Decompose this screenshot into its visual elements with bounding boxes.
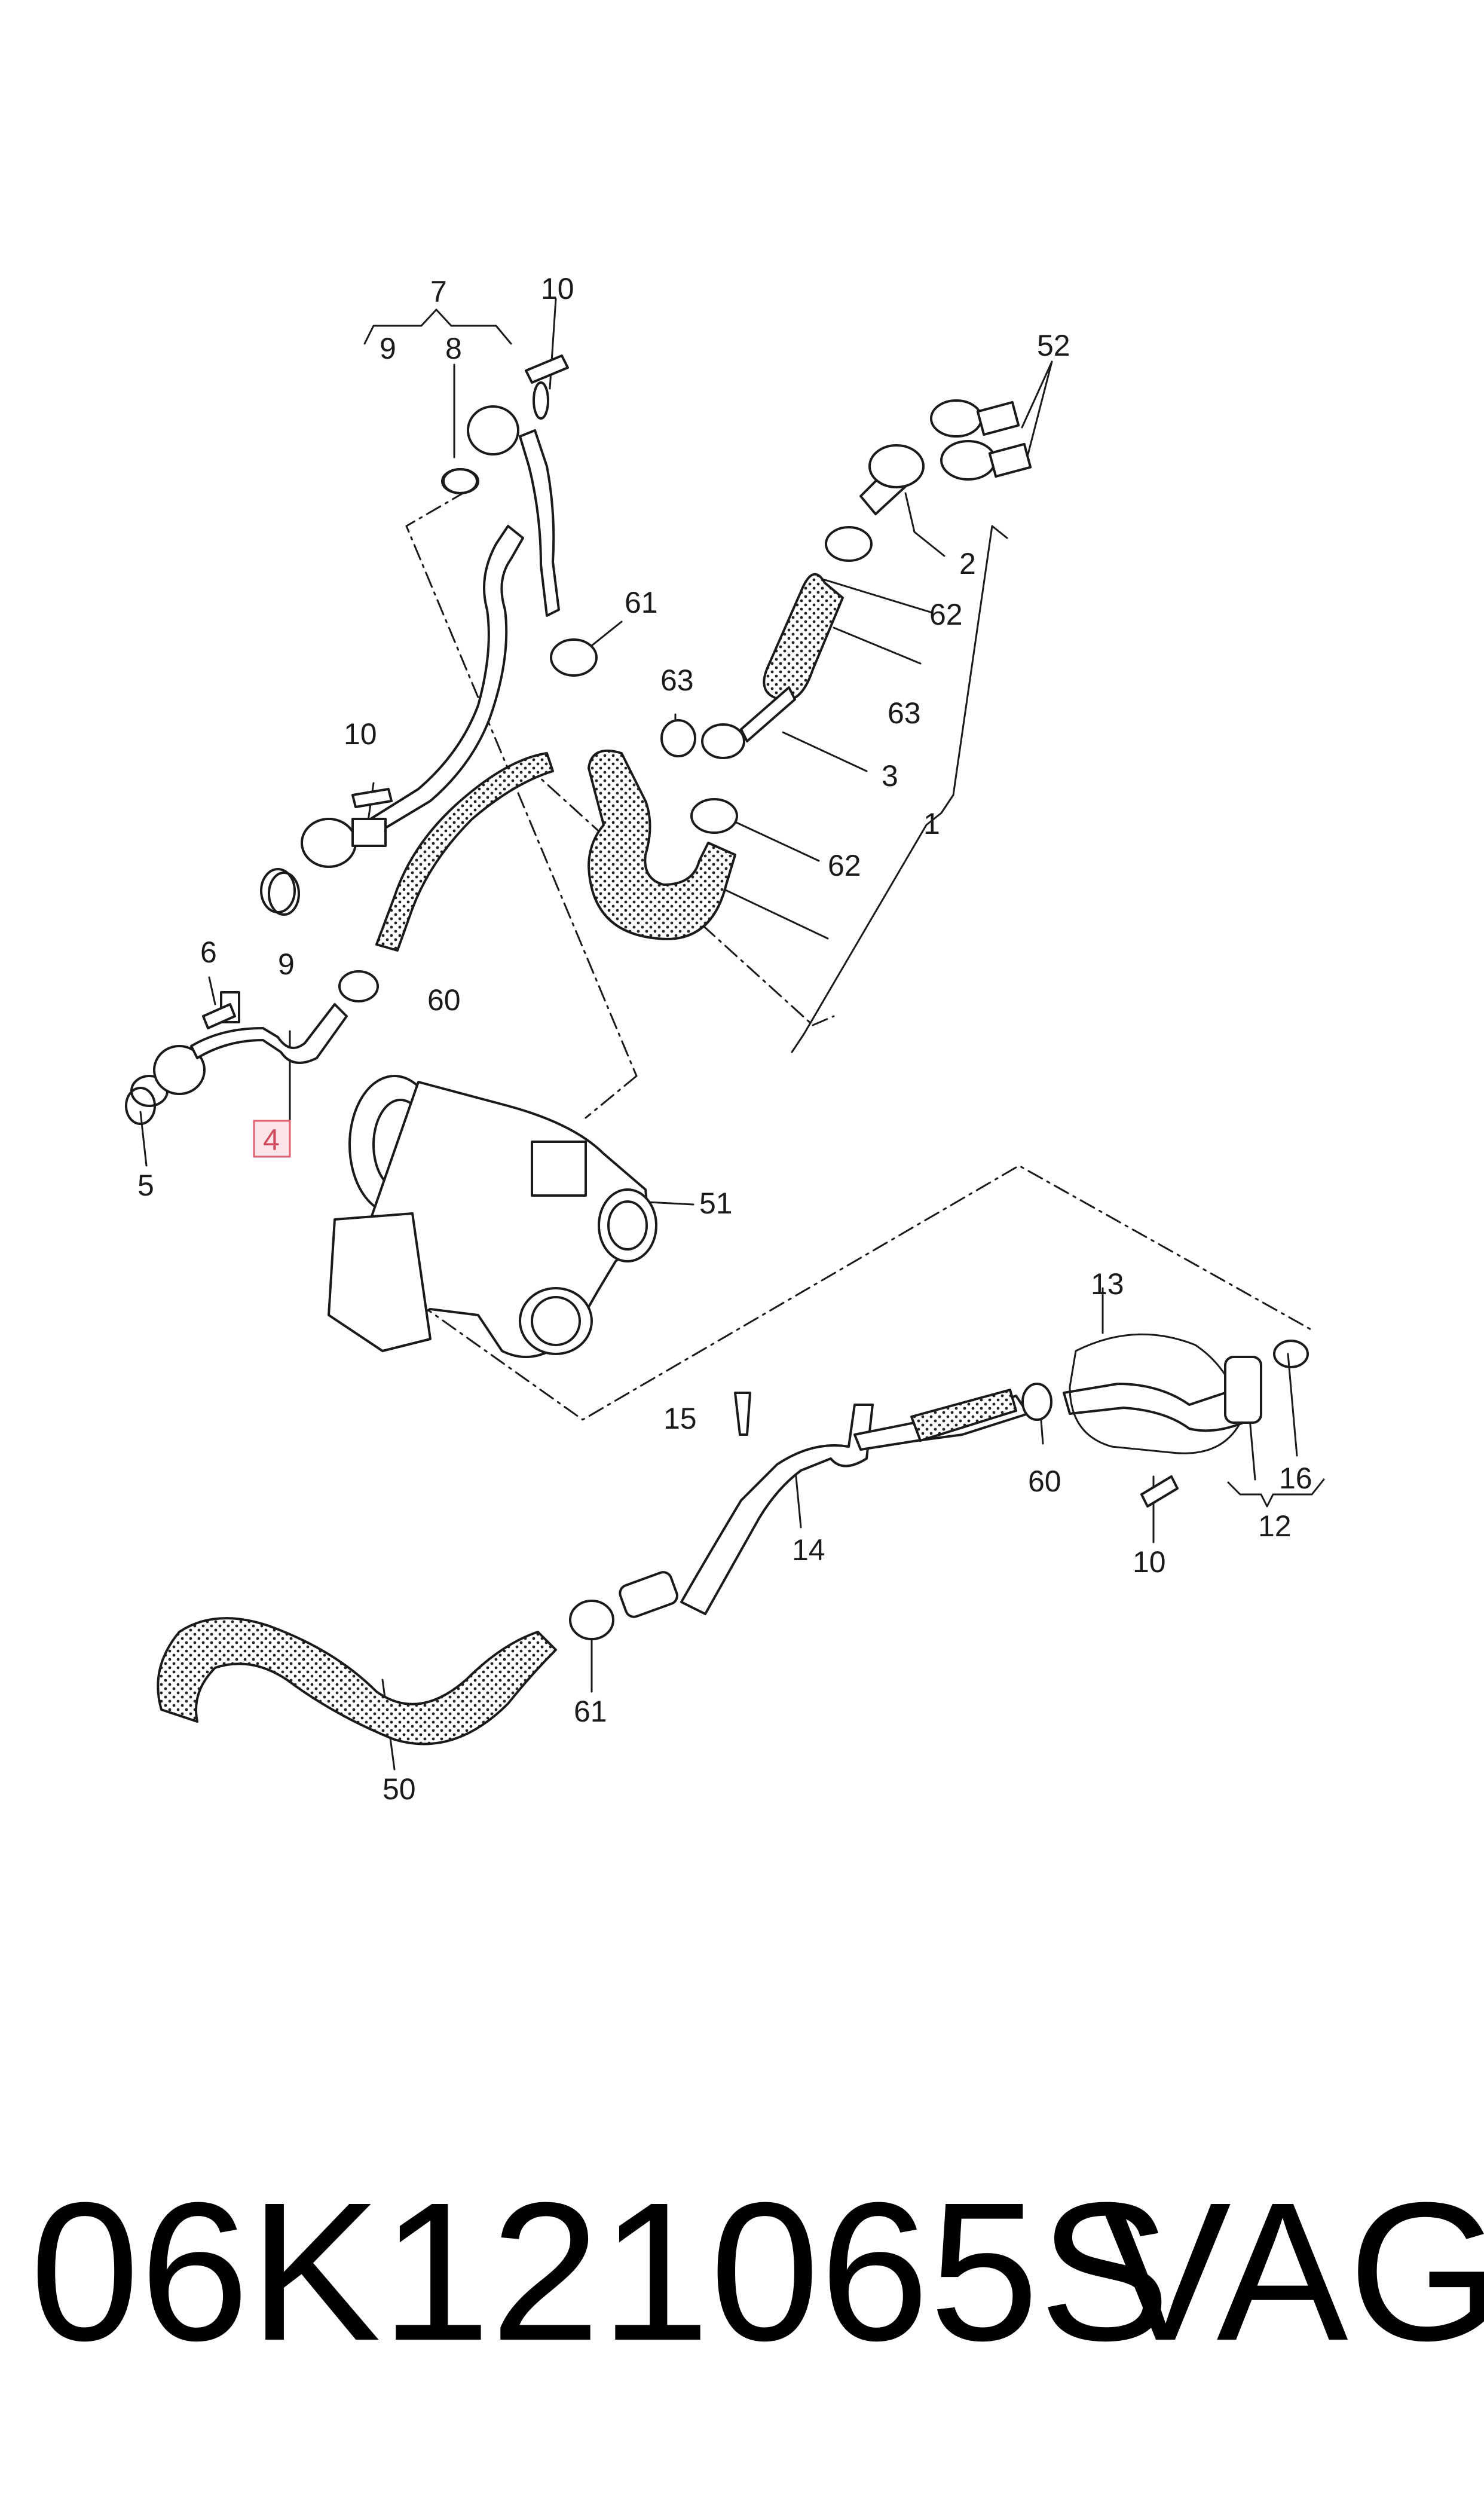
label-63: 63 [660,664,694,697]
pipe-branch [740,686,796,742]
label-2: 2 [959,547,976,580]
label-10: 10 [344,717,377,751]
hose-u-bend [588,749,736,940]
bracket-1 [791,525,1008,1053]
label-63: 63 [888,696,921,730]
label-60: 60 [1028,1465,1061,1498]
label-5: 5 [137,1169,154,1202]
label-13: 13 [1091,1267,1124,1301]
hose-upper-left-dotted [375,752,554,952]
label-10: 10 [1133,1545,1166,1579]
turbocharger [328,1075,657,1358]
label-12: 12 [1258,1509,1292,1543]
pipe-13 [1063,1380,1262,1432]
hose-50 [157,1617,557,1745]
pipe-upper-mid [519,429,560,617]
label-3: 3 [882,759,898,793]
connector-lower [619,1571,678,1618]
clamp-60b [1021,1383,1052,1421]
label-61: 61 [625,586,658,619]
part-labels: 7 9 8 10 52 2 61 62 63 63 3 1 62 10 9 6 … [137,272,1312,1806]
pipe-4 [190,1003,348,1064]
clamp-61b [569,1600,614,1640]
label-61: 61 [574,1695,607,1728]
bolts [202,354,1179,1508]
hose-upper-dotted [763,573,844,702]
label-15: 15 [663,1402,697,1435]
hose-lower-dotted-short [910,1389,1017,1442]
pipe-14 [680,1404,874,1615]
dashed-frame-lower [417,1164,1313,1421]
label-14: 14 [792,1533,825,1567]
label-62: 62 [929,598,963,631]
label-9: 9 [380,332,396,365]
bracket-12 [1227,1478,1325,1508]
label-16: 16 [1279,1462,1312,1495]
label-52: 52 [1037,329,1070,362]
label-9: 9 [278,947,295,981]
label-1: 1 [923,807,940,840]
label-60: 60 [427,983,461,1017]
label-51: 51 [699,1187,733,1220]
label-6: 6 [200,936,217,969]
fittings [130,381,1032,1107]
label-50: 50 [383,1772,416,1806]
label-8: 8 [445,332,462,365]
flange-12 [1224,1356,1262,1424]
leader-lines [139,298,1298,1771]
label-10: 10 [541,272,574,305]
o-rings [125,468,1309,1368]
bracket-7 [363,308,512,345]
label-4: 4 [263,1123,280,1157]
label-4-highlight: 4 [253,1120,291,1158]
label-7: 7 [430,275,447,308]
label-62: 62 [828,849,861,882]
part-number: 06K121065S [30,2161,1171,2382]
part-caption: 06K121065S VAG [30,2152,1484,2391]
brand-name: VAG [1100,2161,1484,2382]
